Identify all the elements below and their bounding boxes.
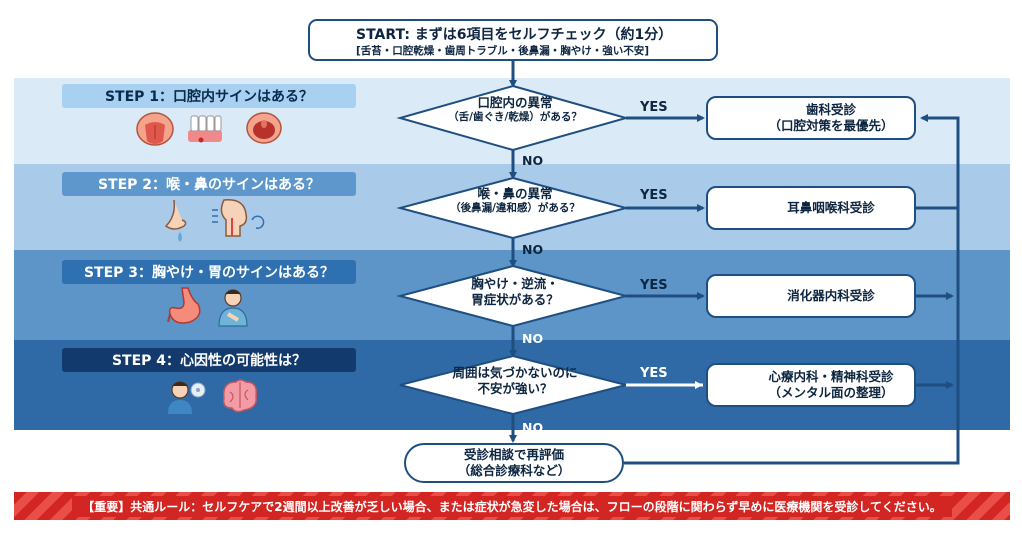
reevaluation-line2: （総合診療科など）	[457, 463, 571, 478]
dest-ent: 耳鼻咽喉科受診	[706, 186, 916, 230]
decision-4-main: 周囲は気づかないのに	[452, 365, 578, 380]
dest-psych: 心療内科・精神科受診 （メンタル面の整理）	[706, 363, 916, 407]
decision-3-main: 胸やけ・逆流・	[471, 276, 559, 291]
important-rule-banner: 【重要】共通ルール：セルフケアで2週間以上改善が乏しい場合、または症状が急変した…	[14, 492, 1010, 520]
decision-4-text: 周囲は気づかないのに 不安が強い？	[410, 365, 620, 396]
reevaluation-line1: 受診相談で再評価	[463, 446, 564, 462]
dest-ent-line1: 耳鼻咽喉科受診	[787, 199, 875, 215]
dest-dental: 歯科受診 （口腔対策を最優先）	[706, 96, 916, 140]
yes-label-2: YES	[640, 188, 668, 203]
start-subtitle: [舌苔・口腔乾燥・歯周トラブル・後鼻漏・胸やけ・強い不安]	[356, 45, 650, 57]
dest-gastro: 消化器内科受診	[706, 274, 916, 318]
no-label-1: NO	[522, 153, 544, 168]
yes-label-3: YES	[640, 278, 668, 293]
step-2-label: STEP 2：喉・鼻のサインはある？	[62, 172, 356, 196]
yes-label-1: YES	[640, 100, 668, 115]
dest-psych-line1: 心療内科・精神科受診	[768, 368, 894, 384]
decision-3-sub: 胃症状がある？	[471, 291, 559, 307]
dest-psych-line2: （メンタル面の整理）	[768, 385, 894, 400]
decision-2-text: 喉・鼻の異常 （後鼻漏/違和感）がある？	[410, 186, 620, 215]
no-label-4: NO	[522, 420, 544, 435]
dest-dental-line1: 歯科受診	[805, 101, 856, 117]
start-box: START: まずは6項目をセルフチェック（約1分） [舌苔・口腔乾燥・歯周トラ…	[308, 19, 718, 61]
decision-2-sub: （後鼻漏/違和感）がある？	[450, 201, 580, 214]
step-1-label: STEP 1：口腔内サインはある？	[62, 84, 356, 108]
no-label-2: NO	[522, 242, 544, 257]
step-4-label: STEP 4：心因性の可能性は？	[62, 348, 356, 372]
no-label-3: NO	[522, 331, 544, 346]
yes-label-4: YES	[640, 366, 668, 381]
decision-1-text: 口腔内の異常 （舌/歯ぐき/乾燥）がある？	[410, 95, 620, 124]
decision-2-main: 喉・鼻の異常	[477, 186, 553, 201]
decision-3-text: 胸やけ・逆流・ 胃症状がある？	[410, 276, 620, 307]
start-title: START: まずは6項目をセルフチェック（約1分）	[356, 27, 673, 43]
important-rule-text: 【重要】共通ルール：セルフケアで2週間以上改善が乏しい場合、または症状が急変した…	[72, 495, 952, 517]
dest-gastro-line1: 消化器内科受診	[787, 287, 875, 303]
decision-1-sub: （舌/歯ぐき/乾燥）がある？	[448, 110, 582, 123]
decision-1-main: 口腔内の異常	[477, 95, 553, 110]
step-3-label: STEP 3：胸やけ・胃のサインはある？	[62, 260, 356, 284]
dest-dental-line2: （口腔対策を最優先）	[768, 118, 894, 133]
decision-4-sub: 不安が強い？	[477, 380, 553, 396]
reevaluation-box: 受診相談で再評価 （総合診療科など）	[404, 443, 624, 483]
